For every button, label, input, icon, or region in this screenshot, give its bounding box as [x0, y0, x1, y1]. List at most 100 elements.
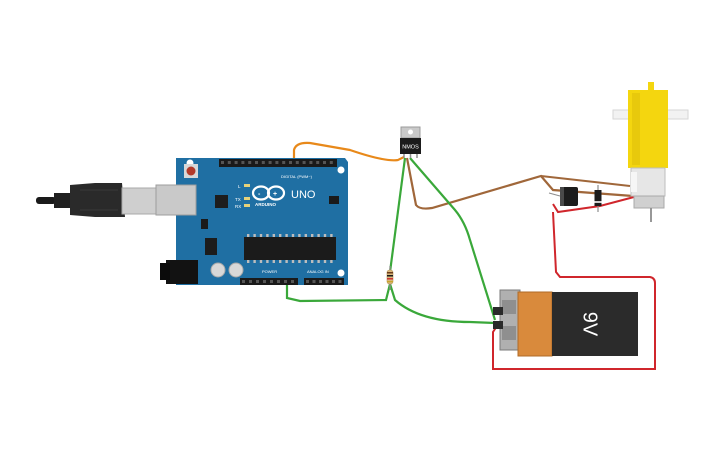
header-hole	[309, 161, 313, 164]
header-hole	[325, 280, 329, 283]
diode-body	[594, 190, 602, 206]
header-hole	[319, 280, 322, 283]
led-tx	[244, 197, 250, 200]
chip-pin	[311, 260, 314, 263]
header-hole	[241, 161, 245, 164]
header-hole	[332, 280, 335, 283]
wire-red-battery[interactable]	[492, 211, 656, 370]
motor-cap	[633, 195, 665, 209]
analog-header	[304, 278, 344, 285]
header-hole	[242, 280, 245, 283]
header-hole	[227, 161, 231, 164]
header-hole	[221, 161, 224, 164]
mount-hole	[337, 166, 345, 174]
chip-pin	[279, 234, 282, 237]
transistor-body	[400, 138, 421, 154]
header-hole	[263, 280, 266, 283]
chip-pin	[272, 234, 275, 237]
bottom-header-holes	[242, 280, 342, 283]
usb-cable-sleeve	[54, 193, 72, 208]
wire-motor-brown-2[interactable]	[540, 175, 631, 187]
wire-drain-brown[interactable]	[405, 157, 634, 210]
led-label-l: L	[238, 184, 241, 189]
led-label-tx: TX	[235, 197, 241, 202]
chip-pin	[304, 234, 307, 237]
chip-pin	[291, 260, 295, 263]
header-hole	[289, 161, 292, 164]
arduino-logo: - +	[251, 185, 286, 201]
wires	[285, 141, 656, 370]
atmega-chip	[244, 237, 336, 260]
header-hole	[291, 280, 294, 283]
header-hole	[248, 161, 252, 164]
chip-pin	[259, 234, 263, 237]
capacitor[interactable]	[548, 187, 578, 206]
chip-pin	[311, 234, 314, 237]
usb-port	[155, 184, 197, 216]
header-hole	[302, 161, 306, 164]
battery-cap	[517, 291, 553, 357]
chip-pin	[330, 234, 333, 237]
chip-pin	[253, 260, 256, 263]
header-hole	[282, 161, 286, 164]
digital-header-holes	[221, 161, 333, 164]
chip-pin	[323, 234, 327, 237]
diode[interactable]	[594, 185, 602, 212]
arduino-brand: ARDUINO	[255, 202, 276, 207]
mount-hole	[337, 269, 345, 277]
header-hole	[234, 161, 238, 164]
header-hole	[323, 161, 326, 164]
chip-pin	[298, 234, 301, 237]
wire-green-3[interactable]	[388, 283, 496, 325]
arduino-board[interactable]: L TX RX - + UNO ARDUINO DIGITAL (PWM~) P…	[155, 158, 348, 285]
transistor-hole	[408, 129, 413, 135]
chip-pin	[253, 234, 256, 237]
wire-green-2[interactable]	[285, 283, 392, 303]
power-jack	[166, 260, 198, 284]
header-hole	[277, 280, 280, 283]
usb-plug-metal	[121, 187, 159, 215]
usb-chip	[215, 195, 228, 208]
board-capacitor	[210, 262, 226, 278]
chip-pin	[285, 260, 288, 263]
power-label: POWER	[262, 269, 277, 274]
header-hole	[316, 161, 320, 164]
chip-pin	[266, 234, 269, 237]
wire-green-1[interactable]	[388, 157, 407, 273]
reset-button[interactable]	[186, 166, 196, 176]
capacitor-body	[560, 187, 578, 206]
header-hole	[338, 280, 342, 283]
chip-pin	[298, 260, 301, 263]
battery-9v[interactable]: 9V	[493, 289, 638, 357]
chip-pins-bottom	[247, 260, 333, 263]
wire-gate-orange[interactable]	[292, 141, 405, 163]
svg-text:-: -	[258, 191, 261, 198]
svg-text:+: +	[273, 191, 277, 198]
diode-band	[594, 201, 602, 203]
chip-pin	[266, 260, 269, 263]
power-header	[240, 278, 298, 285]
battery-snap	[499, 289, 521, 351]
header-hole	[306, 280, 309, 283]
analog-label: ANALOG IN	[307, 269, 329, 274]
led-label-rx: RX	[235, 204, 241, 209]
voltage-regulator	[205, 238, 217, 255]
usb-cable	[36, 183, 159, 217]
chip-pins-top	[247, 234, 333, 237]
chip-pin	[272, 260, 275, 263]
dc-motor[interactable]	[612, 82, 689, 222]
wire-green-source[interactable]	[409, 157, 497, 321]
power-jack-tip	[160, 263, 170, 280]
chip-pin	[323, 260, 327, 263]
chip-pin	[247, 234, 250, 237]
header-hole	[268, 161, 272, 164]
led-l	[244, 184, 250, 187]
led-rx	[244, 204, 250, 207]
battery-body	[552, 292, 638, 356]
resistor[interactable]	[386, 266, 394, 290]
chip-pin	[304, 260, 307, 263]
nmos-transistor[interactable]: NMOS	[400, 126, 421, 158]
header-hole	[249, 280, 252, 283]
wire-red-motor[interactable]	[552, 196, 635, 214]
chip-pin	[317, 260, 320, 263]
